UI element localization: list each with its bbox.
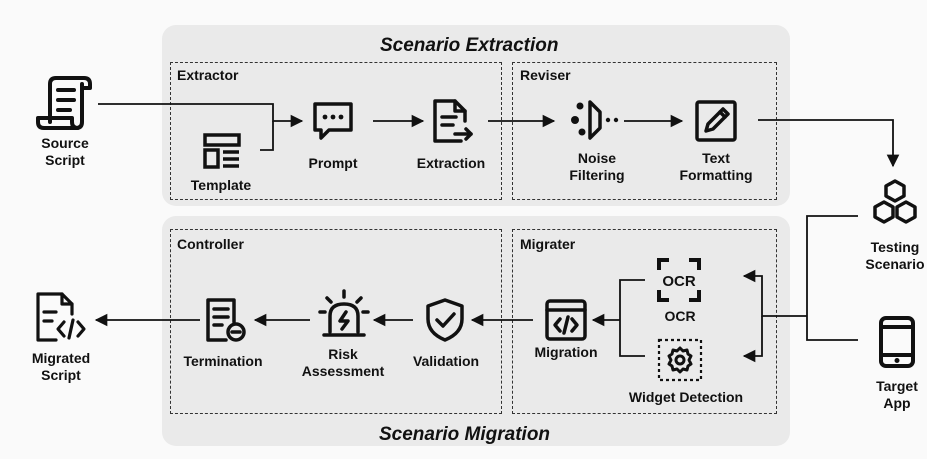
extraction-label: Extraction xyxy=(416,155,486,171)
widget-gear-icon xyxy=(657,338,703,382)
scroll-icon xyxy=(36,76,92,130)
risk-assessment-line1: Risk xyxy=(328,346,358,362)
migrated-script-line2: Script xyxy=(41,367,81,383)
ocr-glyph-text: OCR xyxy=(662,273,696,290)
reviser-label: Reviser xyxy=(520,67,571,83)
target-app-label: Target App xyxy=(876,378,918,412)
edit-pencil-icon xyxy=(695,100,737,142)
hexagon-cluster-icon xyxy=(873,179,917,224)
controller-label: Controller xyxy=(177,236,244,252)
ocr-label: OCR xyxy=(664,308,696,324)
alarm-siren-icon xyxy=(318,289,370,337)
line-join-to-migrater xyxy=(742,269,807,317)
migrated-script-line1: Migrated xyxy=(31,350,91,366)
text-formatting-line2: Formatting xyxy=(679,167,753,183)
migration-label: Migration xyxy=(534,344,598,360)
target-app-line1: Target xyxy=(876,378,918,394)
arrow-source-to-prompt xyxy=(98,103,304,128)
reviser-box xyxy=(512,62,777,200)
line-ocr-branch xyxy=(619,279,645,357)
template-icon xyxy=(203,133,241,169)
migrater-label: Migrater xyxy=(520,236,576,252)
risk-assessment-label: Risk Assessment xyxy=(302,346,385,380)
widget-detection-label: Widget Detection xyxy=(628,389,744,405)
testing-scenario-label: Testing Scenario xyxy=(865,239,924,273)
migrated-script-label: Migrated Script xyxy=(32,350,90,384)
source-script-label: Source Script xyxy=(41,135,88,169)
source-script-line2: Script xyxy=(45,152,85,168)
template-label: Template xyxy=(190,177,252,193)
arrow-join-to-widget xyxy=(742,316,763,363)
extractor-label: Extractor xyxy=(177,67,239,83)
validation-label: Validation xyxy=(412,353,480,369)
noise-filtering-label: Noise Filtering xyxy=(569,150,624,184)
scenario-extraction-title: Scenario Extraction xyxy=(380,35,559,56)
chat-bubble-icon xyxy=(313,102,353,140)
shield-check-icon xyxy=(426,298,464,342)
filter-icon xyxy=(571,100,619,140)
code-window-icon xyxy=(545,299,587,341)
termination-label: Termination xyxy=(183,353,263,369)
text-formatting-line1: Text xyxy=(702,150,730,166)
risk-assessment-line2: Assessment xyxy=(301,363,385,379)
prompt-label: Prompt xyxy=(308,155,358,171)
smartphone-icon xyxy=(879,316,915,368)
arrow-formatting-to-testing xyxy=(758,119,900,168)
code-file-icon xyxy=(36,292,86,342)
document-export-icon xyxy=(433,99,473,143)
line-template-to-prompt xyxy=(260,121,274,151)
noise-filtering-line2: Filtering xyxy=(569,167,625,183)
noise-filtering-line1: Noise xyxy=(577,150,617,166)
source-script-line1: Source xyxy=(41,135,89,151)
testing-scenario-line1: Testing xyxy=(870,239,920,255)
text-formatting-label: Text Formatting xyxy=(679,150,752,184)
target-app-line2: App xyxy=(883,395,911,411)
document-stop-icon xyxy=(206,298,246,342)
scenario-migration-title: Scenario Migration xyxy=(379,424,551,445)
testing-scenario-line2: Scenario xyxy=(865,256,925,272)
line-testing-join xyxy=(806,215,858,341)
ocr-scan-icon: OCR xyxy=(657,258,701,302)
